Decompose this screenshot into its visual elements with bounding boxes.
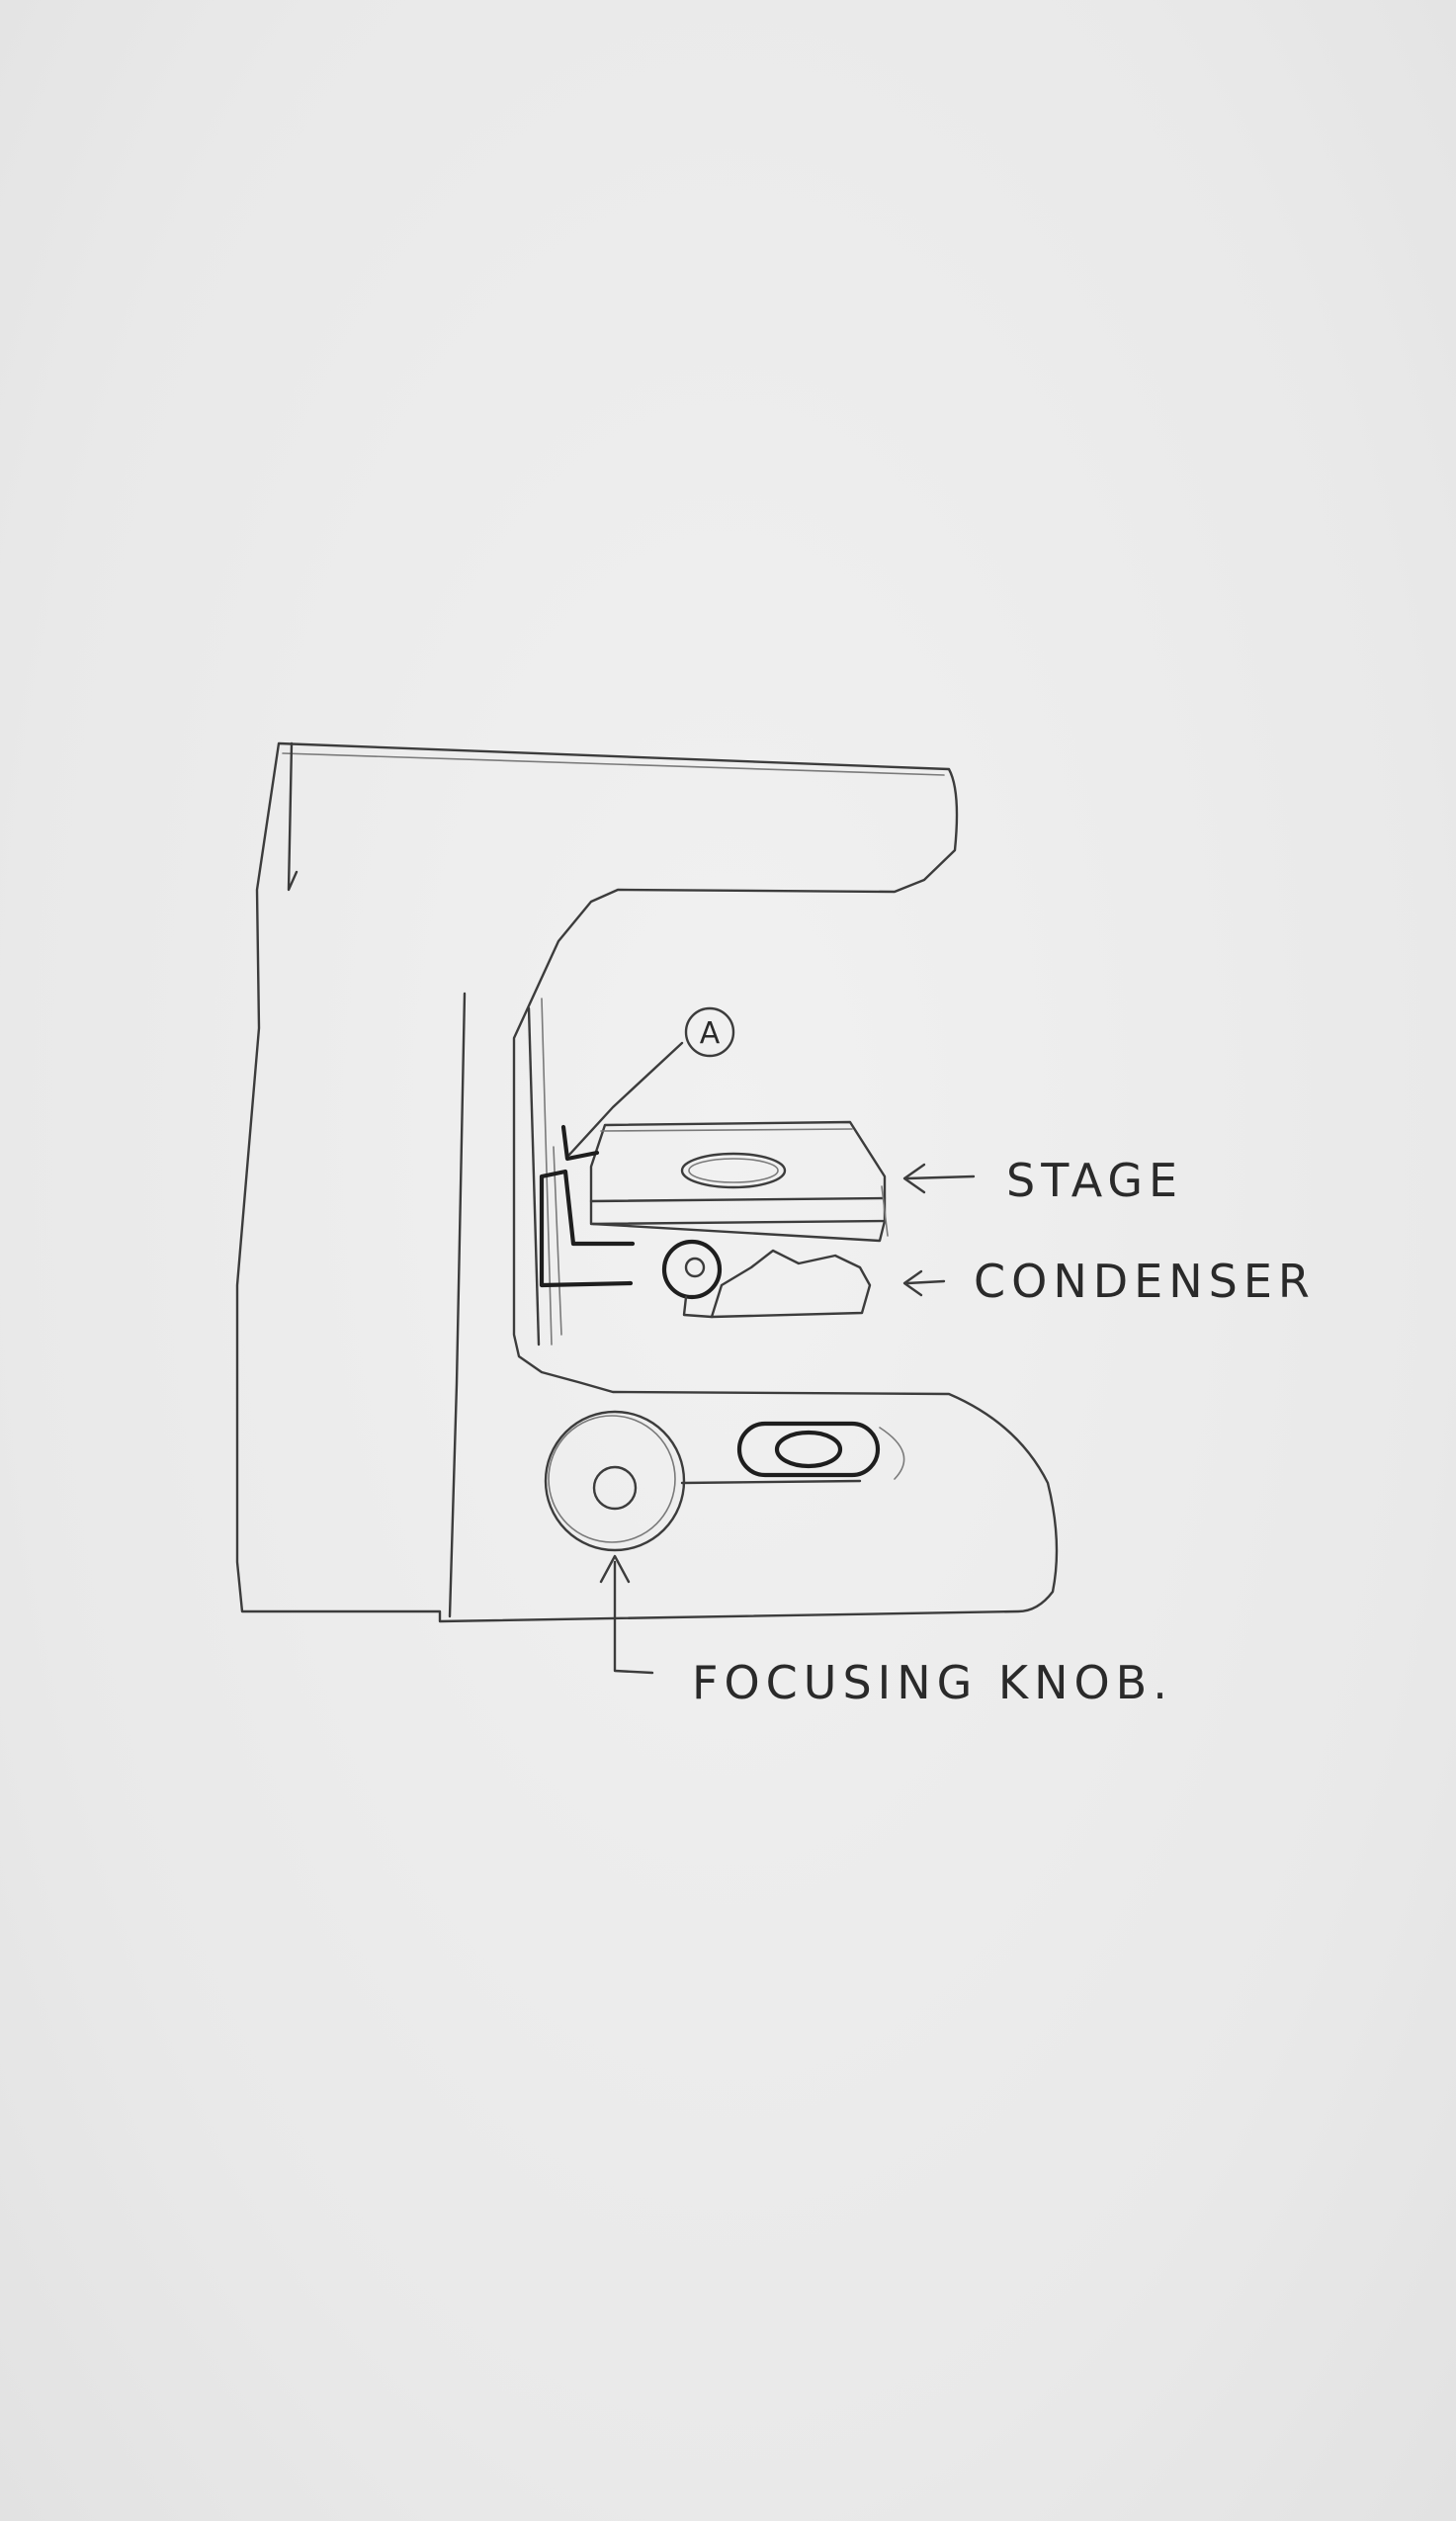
stage-slide-opening bbox=[680, 1152, 787, 1189]
condenser-body bbox=[710, 1249, 872, 1319]
frame-outline bbox=[235, 741, 1059, 1623]
stage-front-edge bbox=[589, 1196, 887, 1243]
condenser-callout: CONDENSER bbox=[902, 1255, 1316, 1308]
column-inner-line bbox=[448, 992, 467, 1618]
base-knobs bbox=[544, 1410, 905, 1552]
arm-back-stroke bbox=[287, 741, 299, 892]
stage-label: STAGE bbox=[1006, 1154, 1183, 1207]
stage-callout: STAGE bbox=[902, 1154, 1183, 1207]
stage-edge-second-stroke bbox=[600, 1128, 889, 1237]
callout-a-arrowhead bbox=[560, 1124, 600, 1162]
base-link-line bbox=[680, 1479, 862, 1485]
stage-top-surface bbox=[589, 1120, 887, 1226]
condenser-arrowhead bbox=[902, 1269, 923, 1297]
condenser-stem bbox=[682, 1295, 714, 1319]
stage-slide-opening-inner bbox=[688, 1158, 779, 1183]
stage-arrow-shaft bbox=[905, 1174, 976, 1180]
callout-a-letter: A bbox=[700, 1016, 721, 1051]
focusing-knob-outer-second-stroke bbox=[548, 1415, 676, 1543]
stage-support-bracket bbox=[539, 1169, 636, 1288]
column-inner-line-right bbox=[527, 1006, 541, 1347]
rear-knob-shading bbox=[879, 1427, 905, 1480]
rear-knob-core bbox=[774, 1430, 843, 1469]
callout-a-circle bbox=[684, 1006, 735, 1058]
condenser-knob-outer bbox=[661, 1239, 723, 1300]
callout-a: A bbox=[560, 1006, 735, 1162]
focusing-knob-arrowhead bbox=[599, 1554, 631, 1584]
stage-assembly bbox=[539, 1120, 889, 1288]
rear-knob-housing bbox=[736, 1421, 881, 1478]
condenser-arrow-shaft bbox=[905, 1279, 946, 1285]
focusing-knob-leader bbox=[613, 1560, 654, 1675]
callout-a-leader bbox=[567, 1041, 684, 1157]
focusing-knob-inner bbox=[592, 1465, 638, 1511]
stage-arrowhead bbox=[902, 1163, 926, 1194]
condenser-assembly bbox=[661, 1239, 872, 1319]
frame-top-second-stroke bbox=[282, 752, 945, 776]
microscope-frame bbox=[235, 741, 1059, 1623]
focusing-knob-label: FOCUSING KNOB. bbox=[692, 1656, 1173, 1709]
condenser-knob-inner bbox=[684, 1257, 706, 1278]
focusing-knob-callout: FOCUSING KNOB. bbox=[599, 1554, 1173, 1709]
focusing-knob-outer bbox=[544, 1410, 686, 1552]
condenser-label: CONDENSER bbox=[974, 1255, 1316, 1308]
